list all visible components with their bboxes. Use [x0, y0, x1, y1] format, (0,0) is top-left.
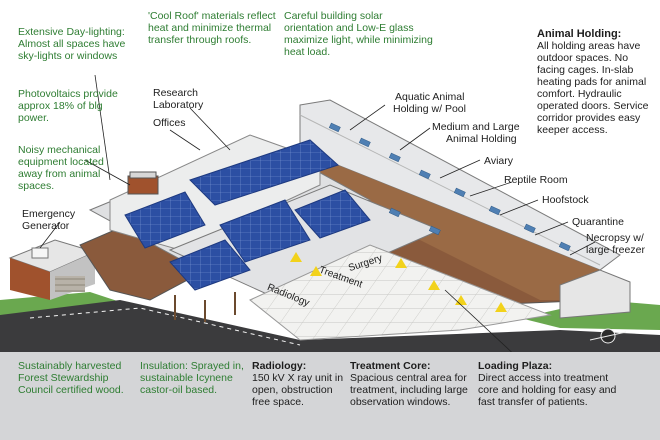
photovoltaics-note: Photovoltaics provide approx 18% of blg …	[18, 88, 118, 124]
radiology-note: Radiology: 150 kV X ray unit in open, ob…	[252, 360, 344, 408]
label-offices: Offices	[153, 117, 186, 129]
forest-wood-note: Sustainably harvested Forest Stewardship…	[18, 360, 124, 396]
label-necropsy: Necropsy w/	[586, 232, 644, 244]
animal-holding-title: Animal Holding:	[537, 28, 622, 40]
radiology-note-text: 150 kV X ray unit in open, obstruction f…	[252, 372, 344, 408]
daylighting-note: Extensive Day-lighting: Almost all space…	[18, 26, 126, 62]
treatment-core-note: Treatment Core: Spacious central area fo…	[350, 360, 468, 408]
solar-orientation-note: Careful building solar orientation and L…	[284, 10, 433, 58]
insulation-note: Insulation: Sprayed in, sustainable Icyn…	[140, 360, 244, 396]
bottom-info-band	[0, 352, 660, 440]
leader-lines	[39, 74, 596, 361]
cool-roof-note: 'Cool Roof' materials reflect heat and m…	[148, 10, 276, 46]
solar-array-lower	[169, 239, 251, 291]
label-necropsy-freezer: large freezer	[586, 244, 645, 256]
animal-holding-text: All holding areas have outdoor spaces. N…	[537, 40, 649, 136]
label-medium-large: Medium and Large	[432, 121, 520, 133]
solar-array-upper	[189, 139, 339, 206]
treatment-core-title: Treatment Core:	[350, 360, 431, 372]
solar-array-right	[294, 189, 371, 239]
label-aquatic-pool: Holding w/ Pool	[393, 103, 466, 115]
loading-plaza-text: Direct access into treatment core and ho…	[478, 372, 617, 408]
north-compass-icon	[589, 328, 627, 344]
label-laboratory: Laboratory	[153, 99, 204, 111]
road	[0, 300, 660, 352]
radiology-note-title: Radiology:	[252, 360, 307, 372]
label-quarantine: Quarantine	[572, 216, 624, 228]
animal-holding-note: Animal Holding: All holding areas have o…	[537, 28, 655, 136]
emergency-generator-building	[8, 239, 97, 300]
loading-plaza-note: Loading Plaza: Direct access into treatm…	[478, 360, 628, 408]
label-aviary: Aviary	[484, 155, 513, 167]
label-animal-holding: Animal Holding	[446, 133, 517, 145]
solar-array-left	[124, 191, 206, 249]
loading-plaza-title: Loading Plaza:	[478, 360, 553, 372]
label-reptile-room: Reptile Room	[504, 174, 568, 186]
main-building	[79, 99, 631, 341]
label-aquatic: Aquatic Animal	[395, 91, 465, 103]
label-research: Research	[153, 87, 198, 99]
solar-array-middle	[219, 199, 311, 263]
label-hoofstock: Hoofstock	[542, 194, 589, 206]
mechanical-note: Noisy mechanical equipment located away …	[18, 144, 104, 192]
treatment-core-text: Spacious central area for treatment, inc…	[350, 372, 468, 408]
emergency-generator-label: Emergency Generator	[22, 208, 76, 232]
